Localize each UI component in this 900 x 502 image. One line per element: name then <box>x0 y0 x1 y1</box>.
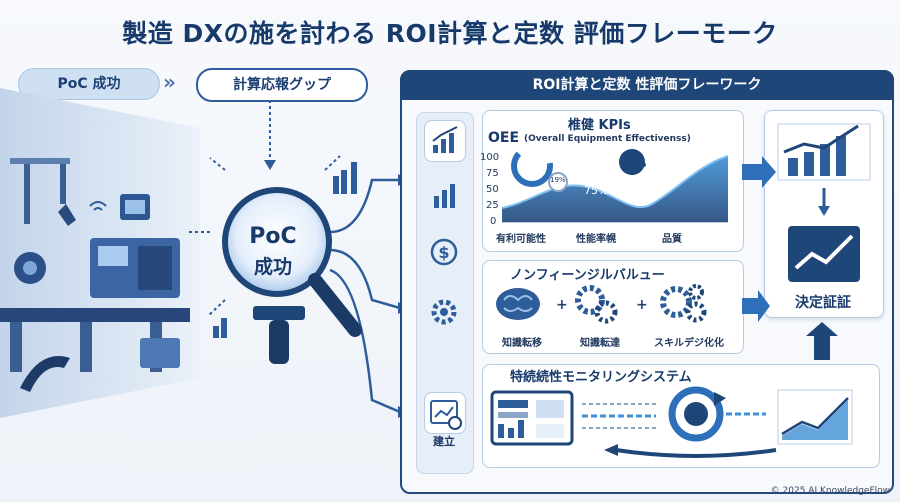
page-title: 製造 DXの施を討わる ROI計算と定数 評価フレーモーク <box>122 19 778 48</box>
nonfinancial-icons: + + <box>496 284 707 324</box>
svg-text:$: $ <box>438 243 449 262</box>
x-label-quality: 品質 <box>662 234 682 245</box>
step-calc-group-pill: 計算応報グップ <box>196 68 368 102</box>
chart-up-icon <box>788 226 860 282</box>
dollar-icon: $ <box>430 238 458 266</box>
nonfinancial-label-2: 知識転達 <box>580 338 620 349</box>
y-tick-0: 0 <box>490 216 497 227</box>
oee-pct-19: 19% <box>550 176 566 184</box>
monitoring-illustration <box>490 386 853 458</box>
svg-text:+: + <box>636 297 648 313</box>
lens-text-success: 成功 <box>253 256 292 278</box>
nonfinancial-label-1: 知識転移 <box>502 338 542 349</box>
x-label-performance: 性能率幌 <box>576 234 616 245</box>
y-tick-75: 75 <box>486 168 499 179</box>
result-illustration <box>777 123 871 282</box>
chart-up-icon <box>424 120 466 162</box>
trend-up-icon <box>777 123 871 181</box>
framework-header: ROI計算と定数 性評価フレーワーク <box>400 70 894 100</box>
brain-icon <box>496 288 540 320</box>
y-tick-100: 100 <box>480 152 500 163</box>
gears-icon <box>575 285 618 324</box>
monitoring-title: 特続続性モニタリングシステム <box>510 370 692 385</box>
gears-digital-icon <box>660 284 707 323</box>
calendar-chart-icon <box>424 392 466 434</box>
oee-area-chart <box>501 145 729 223</box>
oee-subtitle: (Overall Equipment Effectivenss) <box>524 134 691 144</box>
nonfinancial-label-3: スキルデジ化化 <box>654 338 724 349</box>
oee-pct-67: 67% <box>620 157 647 170</box>
magnifier-icon <box>213 162 362 364</box>
gear-icon <box>431 299 457 325</box>
oee-pct-75: 75% <box>584 184 609 197</box>
y-tick-50: 50 <box>486 184 499 195</box>
refresh-cycle-icon <box>668 386 726 442</box>
result-label: 決定証証 <box>795 295 851 311</box>
svg-text:+: + <box>556 297 568 313</box>
bar-chart-icon <box>434 184 455 208</box>
y-tick-25: 25 <box>486 200 499 211</box>
step-poc-pill: PoC 成功 <box>18 68 160 100</box>
copyright: © 2025 AI KnowledgeFlow <box>770 486 890 496</box>
nonfinancial-title: ノンフィーンジルバルュー <box>510 268 665 283</box>
kpi-title: 椎健 KPIs <box>568 118 631 133</box>
chevron-double-right-icon: » <box>163 70 176 94</box>
x-label-availability: 有利可能性 <box>496 234 546 245</box>
factory-illustration <box>0 88 200 418</box>
trend-up-icon <box>777 389 853 445</box>
side-bottom-label: 建立 <box>433 435 455 448</box>
lens-text-poc: PoC <box>249 224 297 249</box>
dashboard-icon <box>490 390 574 446</box>
oee-title: OEE <box>488 130 520 146</box>
